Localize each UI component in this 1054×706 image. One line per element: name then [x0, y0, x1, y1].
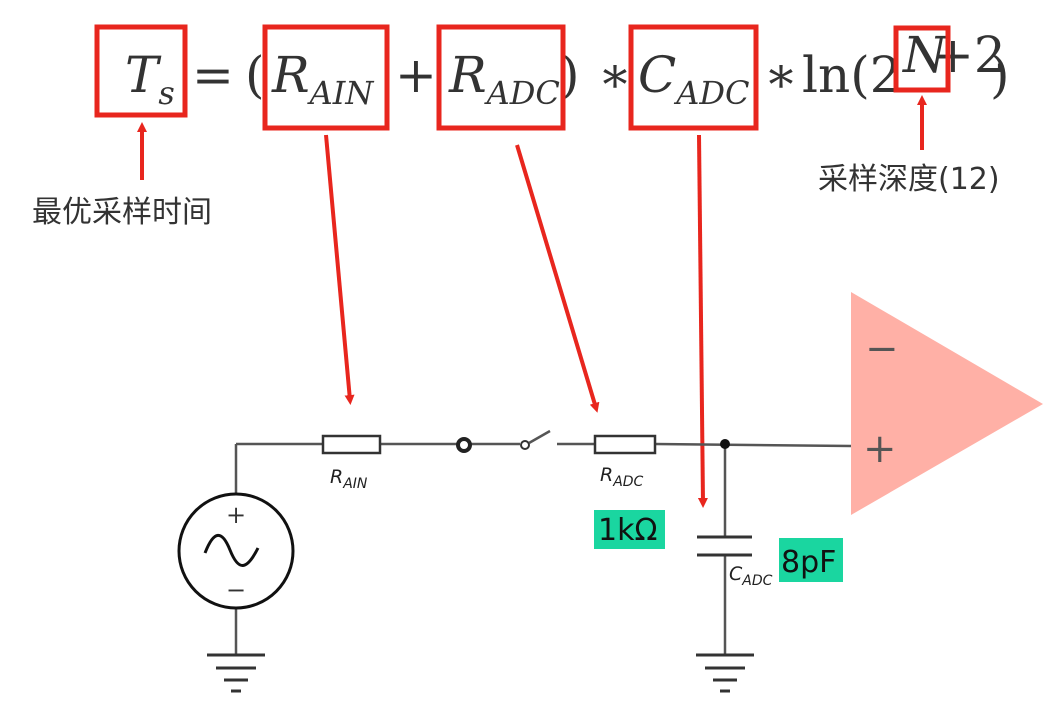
radc-value: 1kΩ [598, 513, 657, 548]
opamp-triangle [851, 292, 1043, 515]
switch-terminal [456, 437, 472, 453]
opamp-plus-sign: + [863, 426, 897, 472]
cadc-highlight-box [628, 24, 759, 131]
opamp-minus-sign: − [865, 326, 899, 372]
closing-paren: ) [990, 46, 1010, 104]
source-minus-sign: − [226, 576, 246, 604]
radc-symbol: RADC [448, 46, 560, 112]
resistor-radc [593, 434, 657, 455]
cadc-value: 8pF [781, 545, 836, 580]
radc-highlight-box [436, 24, 566, 131]
ac-source [177, 492, 295, 610]
rain-symbol: RAIN [271, 46, 374, 112]
multiply-sign-2: ∗ [764, 46, 798, 104]
plus-sign: + [395, 46, 437, 104]
cadc-label: CADC [729, 563, 773, 589]
ground-icon-capacitor [696, 653, 754, 693]
exponent-highlight-box [893, 25, 951, 93]
resistor-rain [321, 434, 382, 455]
rain-arrow [324, 134, 355, 405]
source-plus-sign: + [226, 501, 246, 529]
switch-contact [520, 440, 530, 450]
switch-blade [528, 429, 551, 445]
cadc-value-tag [779, 538, 843, 582]
circuit-wires [234, 442, 852, 655]
rain-label: RAIN [330, 466, 368, 492]
cadc-arrow [697, 134, 708, 508]
radc-value-tag [594, 510, 665, 549]
ts-annotation: 最优采样时间 [32, 195, 212, 230]
cadc-symbol: CADC [638, 46, 750, 112]
ground-icon-source [207, 653, 265, 693]
sampling-time-equation: Ts = ( RAIN + RADC ) ∗ CADC ∗ ln(2 N +2 … [125, 26, 1010, 112]
sine-wave-icon [203, 533, 260, 567]
equals-sign: = [192, 46, 234, 104]
radc-label: RADC [600, 464, 644, 490]
ts-highlight-box [94, 24, 188, 118]
exponent-n: N [902, 26, 949, 84]
radc-arrow [515, 144, 600, 413]
ln-term: ln(2 [802, 46, 902, 104]
exponent-plus-two: +2 [932, 26, 1006, 84]
n-annotation: 采样深度(12) [818, 162, 1000, 197]
junction-dot [720, 439, 730, 449]
rain-highlight-box [262, 24, 390, 131]
ts-symbol: Ts [125, 46, 175, 112]
multiply-sign-1: ∗ [598, 46, 632, 104]
left-paren: ( [245, 46, 265, 104]
